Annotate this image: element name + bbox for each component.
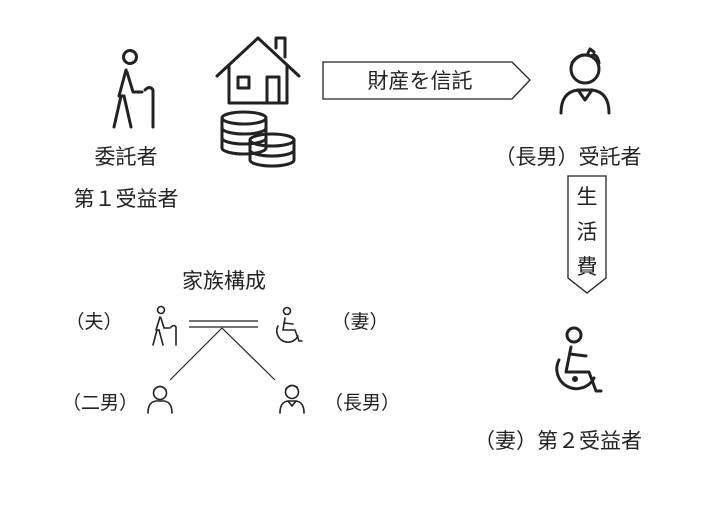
second-beneficiary-label: （妻）第２受益者	[474, 429, 642, 453]
first-beneficiary-label: 第１受益者	[74, 187, 179, 211]
eldest-son-icon	[279, 384, 305, 414]
elderly-person-icon	[112, 49, 155, 129]
settlor-label: 委託者	[95, 145, 158, 169]
family-title: 家族構成	[182, 269, 266, 293]
marriage-double-line	[189, 320, 258, 328]
second-son-label: （二男）	[62, 392, 138, 414]
living-expense-char-3: 費	[577, 255, 598, 279]
living-expense-char-2: 活	[577, 220, 598, 244]
husband-label: （夫）	[65, 311, 122, 333]
trust-transfer-label: 財産を信託	[368, 69, 473, 93]
trustee-label: （長男）受託者	[495, 145, 642, 169]
wife-label: （妻）	[331, 311, 388, 333]
husband-icon	[152, 305, 177, 346]
trustee-person-icon	[559, 47, 611, 115]
coins-icon	[220, 110, 296, 168]
trust-transfer-arrow: 財産を信託	[322, 61, 531, 100]
wife-icon	[276, 306, 303, 343]
house-icon	[215, 36, 301, 105]
eldest-son-label: （長男）	[324, 392, 400, 414]
children-branch-lines	[169, 327, 276, 381]
second-son-icon	[147, 385, 173, 414]
living-expense-arrow: 生 活 費	[567, 175, 607, 294]
wheelchair-user-icon	[555, 326, 603, 393]
living-expense-char-1: 生	[577, 185, 598, 209]
